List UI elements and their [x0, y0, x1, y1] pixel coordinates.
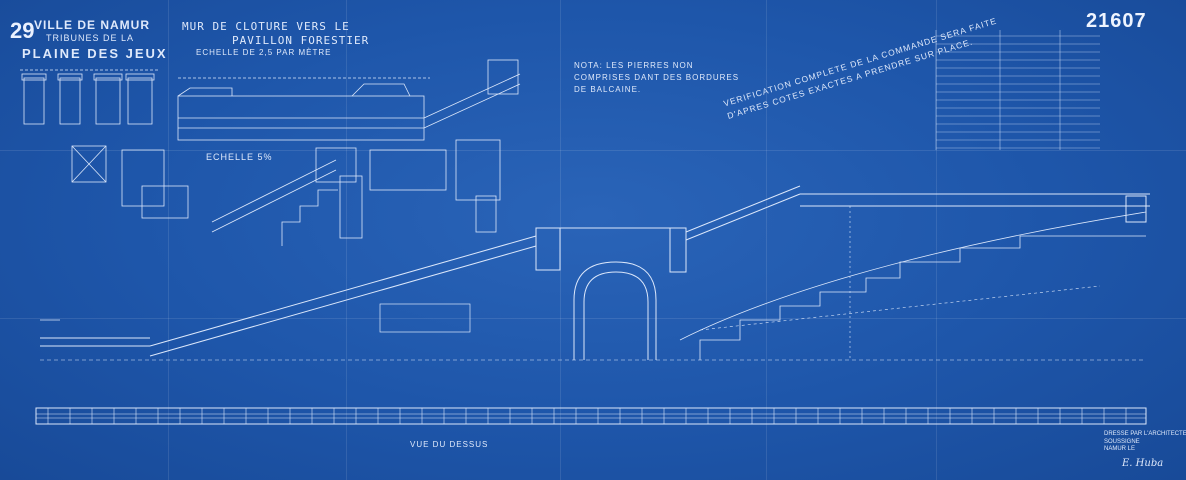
header-line-3: PLAINE DES JEUX [22, 46, 168, 61]
place-date: NAMUR LE [1104, 446, 1136, 452]
fold-line [936, 0, 937, 480]
drawing-title-line-1: MUR DE CLOTURE VERS LE [182, 20, 350, 33]
reference-number: 21607 [1086, 10, 1147, 32]
fold-line [168, 0, 169, 480]
architect-signature: E. Huba [1122, 458, 1164, 469]
section-profile [40, 185, 1150, 361]
fold-line [0, 318, 1186, 319]
sheet-number: 29 [10, 18, 35, 43]
detail-scale: ECHELLE 5% [206, 152, 273, 162]
schedule-table [935, 30, 1061, 150]
architect-block: DRESSE PAR L'ARCHITECTE SOUSSIGNE [1104, 431, 1186, 445]
fold-line [766, 0, 767, 480]
nota-note: NOTA: LES PIERRES NON COMPRISES DANT DES… [574, 61, 740, 94]
header-line-2: TRIBUNES DE LA [46, 33, 135, 43]
plan-view [35, 407, 1147, 425]
drawing-title-line-2: PAVILLON FORESTIER [232, 34, 370, 47]
stair-detail [121, 139, 501, 246]
pier-elevations [20, 69, 160, 183]
header-line-1: VILLE DE NAMUR [34, 18, 150, 32]
drawing-scale: ECHELLE DE 2,5 PAR MÈTRE [196, 48, 332, 57]
fold-line [0, 150, 1186, 151]
fold-line [346, 0, 347, 480]
wall-elevation [177, 59, 521, 141]
plan-view-label: VUE DU DESSUS [410, 440, 489, 449]
